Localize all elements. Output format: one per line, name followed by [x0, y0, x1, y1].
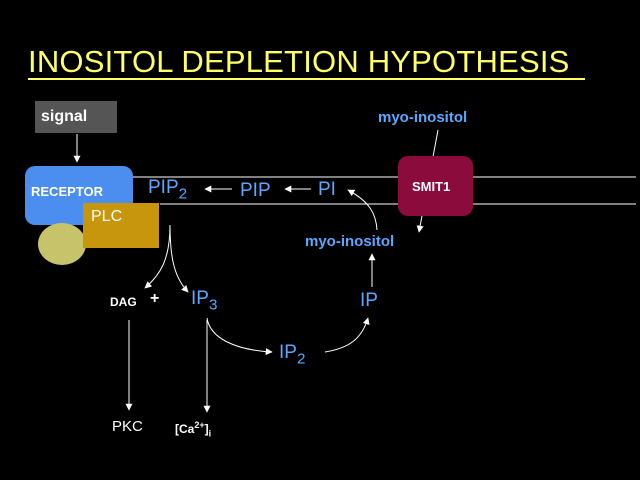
signal-box: signal [35, 101, 117, 133]
plc-to-ip3-arrow [169, 224, 189, 293]
ip-label: IP [360, 290, 378, 311]
pkc-label: PKC [112, 418, 143, 435]
plc-oval [38, 223, 86, 265]
ip2-to-ip-arrow [324, 317, 370, 353]
pi-label: PI [318, 179, 336, 200]
plc-box: PLC [83, 203, 159, 248]
myo-inositol-inside-label: myo-inositol [305, 233, 395, 250]
myo-inositol-to-pi-arrow [347, 189, 378, 231]
pip2-label: PIP2 [148, 177, 188, 203]
plus-sign: + [150, 290, 160, 307]
calcium-label: [Ca2+]i [175, 420, 212, 439]
smit1-transporter: SMIT1 [398, 156, 473, 216]
dag-label: DAG [110, 295, 137, 309]
ip3-to-ip2-arrow [206, 317, 273, 356]
ip2-label: IP2 [279, 342, 306, 368]
title-underline [28, 78, 585, 80]
myo-inositol-outside-label: myo-inositol [378, 109, 468, 126]
pip-label: PIP [240, 180, 271, 201]
diagram-title: INOSITOL DEPLETION HYPOTHESIS [28, 44, 570, 79]
ip3-label: IP3 [191, 288, 218, 314]
